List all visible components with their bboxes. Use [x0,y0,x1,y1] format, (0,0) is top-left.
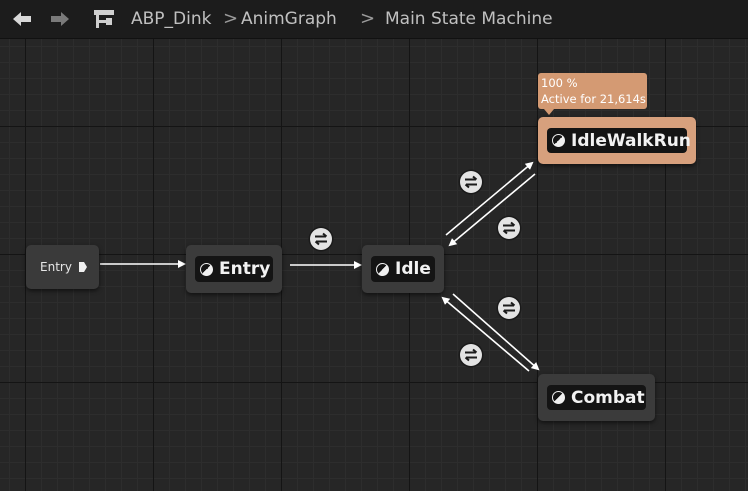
active-state-tooltip: 100 % Active for 21,614s [538,73,647,115]
state-icon [552,391,565,404]
breadcrumb-separator: > [223,8,239,29]
state-machine-icon [94,10,114,28]
breadcrumb-state-machine[interactable]: Main State Machine [385,9,553,29]
entry-point-label: Entry [40,260,72,274]
state-node-entry[interactable]: Entry [186,245,282,293]
state-node-label: Combat [571,387,645,408]
transition-icon [502,221,516,235]
arrow-left-icon [13,12,31,26]
back-button[interactable] [10,8,34,30]
breadcrumb-separator: > [360,8,376,29]
transition-rule-idle-to-combat[interactable] [498,297,520,319]
active-weight: 100 % [541,76,578,90]
forward-button[interactable] [48,8,72,30]
state-node-label: IdleWalkRun [571,130,691,151]
transition-icon [464,175,478,189]
state-node-idle[interactable]: Idle [362,245,444,293]
transition-rule-idlewalkrun-to-idle[interactable] [498,217,520,239]
arrow-right-icon [51,12,69,26]
transition-icon [314,232,328,246]
state-icon [376,262,389,276]
state-machine-graph-button[interactable] [91,8,117,30]
active-duration: Active for 21,614s [541,92,646,106]
entry-point-node[interactable]: Entry [26,245,99,289]
transition-rule-idle-to-idlewalkrun[interactable] [460,171,482,193]
state-icon [200,262,213,276]
state-node-idlewalkrun[interactable]: IdleWalkRun [538,117,696,164]
state-node-combat[interactable]: Combat [538,374,655,421]
exec-pin-icon[interactable] [78,261,88,273]
transition-rule-combat-to-idle[interactable] [460,344,482,366]
tooltip-pointer [544,109,554,115]
state-icon [552,134,565,147]
graph-toolbar: ABP_Dink > AnimGraph > Main State Machin… [0,0,748,39]
breadcrumb-animgraph[interactable]: AnimGraph [241,9,337,29]
transition-icon [502,301,516,315]
transition-icon [464,348,478,362]
transition-rule-entry-to-idle[interactable] [310,228,332,250]
breadcrumb-anim-blueprint[interactable]: ABP_Dink [131,9,212,29]
state-node-label: Entry [219,259,271,279]
state-node-label: Idle [395,259,431,279]
